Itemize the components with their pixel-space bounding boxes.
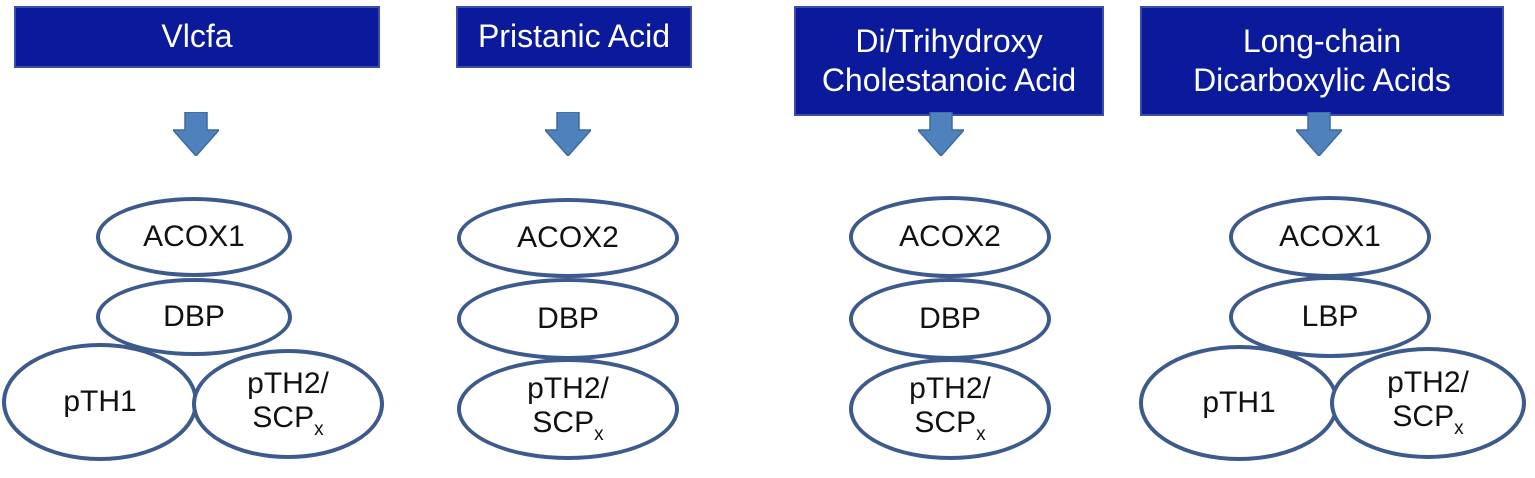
enzyme-label: pTH1 — [1202, 385, 1276, 419]
enzyme-label-line1: pTH2/ — [1387, 365, 1469, 399]
substrate-label-line2: Dicarboxylic Acids — [1193, 62, 1451, 98]
enzyme-pth2-scpx: pTH2/ SCPx — [1330, 347, 1526, 459]
enzyme-label-line2: SCP — [532, 406, 595, 440]
enzyme-label: DBP — [537, 301, 599, 335]
enzyme-label: ACOX2 — [517, 220, 619, 254]
enzyme-dbp: DBP — [849, 278, 1051, 360]
enzyme-acox1: ACOX1 — [1229, 196, 1431, 278]
enzyme-label-line1: pTH2/ — [247, 366, 329, 400]
enzyme-label: LBP — [1301, 299, 1359, 333]
enzyme-pth1: pTH1 — [2, 343, 198, 461]
enzyme-label-line2: SCP — [914, 406, 977, 440]
down-arrow-icon — [1296, 112, 1342, 156]
enzyme-label-line1: pTH2/ — [527, 371, 609, 405]
enzyme-label: pTH1 — [63, 384, 137, 418]
enzyme-label-subscript: x — [314, 419, 324, 441]
enzyme-acox1: ACOX1 — [96, 197, 292, 277]
enzyme-acox2: ACOX2 — [457, 198, 679, 278]
enzyme-lbp: LBP — [1229, 276, 1431, 358]
enzyme-dbp: DBP — [96, 278, 292, 356]
enzyme-label: DBP — [919, 301, 981, 335]
enzyme-pth2-scpx: pTH2/ SCPx — [457, 358, 679, 460]
enzyme-label-subscript: x — [976, 424, 986, 446]
enzyme-pth2-scpx: pTH2/ SCPx — [849, 358, 1051, 460]
substrate-box-cholestanoic-acid: Di/Trihydroxy Cholestanoic Acid — [794, 6, 1104, 116]
substrate-box-pristanic-acid: Pristanic Acid — [456, 6, 692, 68]
down-arrow-icon — [545, 112, 591, 156]
substrate-label-line1: Di/Trihydroxy — [855, 22, 1043, 59]
enzyme-label: ACOX2 — [899, 219, 1001, 253]
substrate-label: Pristanic Acid — [477, 18, 671, 55]
down-arrow-icon — [173, 112, 219, 156]
substrate-label: Vlcfa — [161, 18, 233, 55]
enzyme-dbp: DBP — [457, 278, 679, 360]
substrate-label-line1: Long-chain — [1242, 22, 1402, 59]
enzyme-pth1: pTH1 — [1139, 345, 1339, 461]
enzyme-label-line1: pTH2/ — [909, 371, 991, 405]
enzyme-label-subscript: x — [1454, 418, 1464, 440]
enzyme-label: DBP — [163, 299, 225, 333]
enzyme-label: ACOX1 — [1279, 219, 1381, 253]
enzyme-acox2: ACOX2 — [849, 196, 1051, 278]
substrate-label-line2: Cholestanoic Acid — [821, 62, 1077, 98]
substrate-box-vlcfa: Vlcfa — [14, 6, 380, 68]
down-arrow-icon — [918, 112, 964, 156]
substrate-box-dicarboxylic-acids: Long-chain Dicarboxylic Acids — [1140, 6, 1504, 116]
enzyme-label-line2: SCP — [252, 401, 315, 435]
enzyme-label-subscript: x — [594, 424, 604, 446]
enzyme-label: ACOX1 — [143, 219, 245, 253]
enzyme-pth2-scpx: pTH2/ SCPx — [192, 349, 384, 459]
enzyme-label-line2: SCP — [1392, 400, 1455, 434]
